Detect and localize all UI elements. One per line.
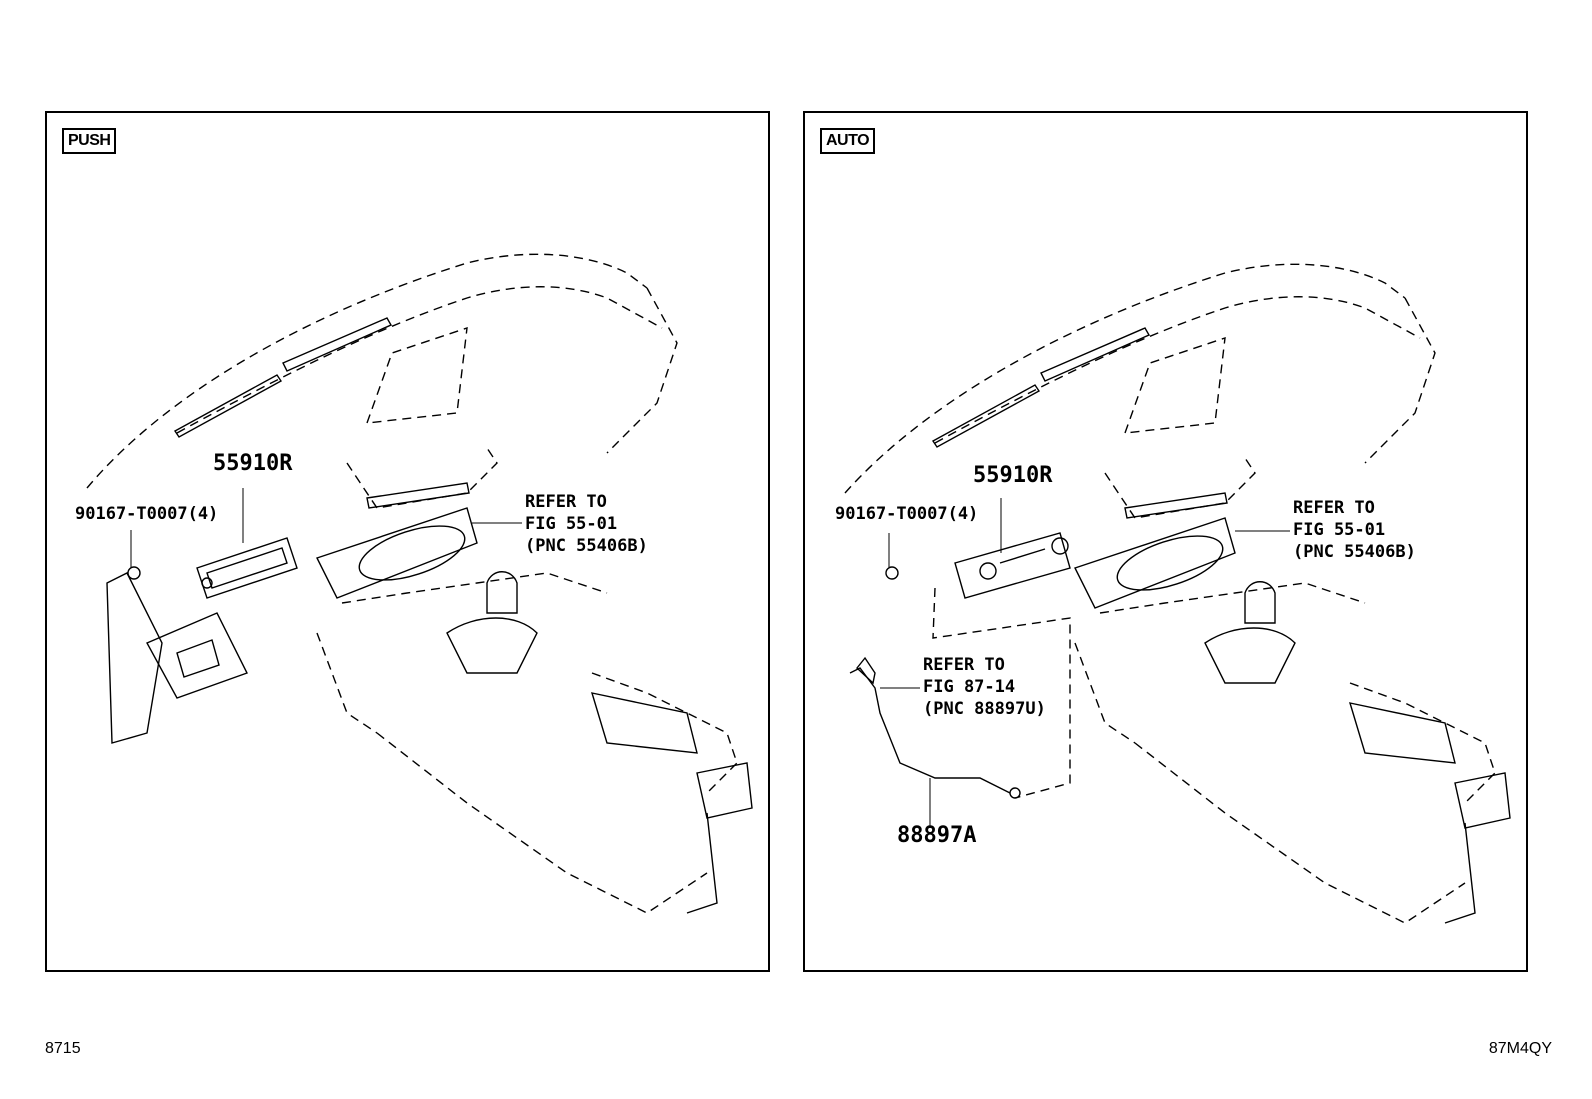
part-number-screw: 90167-T0007(4) — [835, 504, 979, 524]
refer-note-line: FIG 87-14 — [923, 677, 1016, 697]
diagram-panel-push: PUSH 55910R 90167-T0007(4) REFER TO FIG … — [45, 111, 770, 972]
variant-badge: AUTO — [820, 128, 876, 154]
refer-note-line: REFER TO — [525, 492, 607, 512]
footer-left-code: 8715 — [45, 1040, 81, 1057]
refer-note-line: (PNC 55406B) — [525, 536, 648, 556]
refer-note-line: FIG 55-01 — [525, 514, 618, 534]
refer-note-line: (PNC 88897U) — [923, 699, 1046, 719]
diagram-panel-auto: AUTO 55910R 90167-T0007(4) REFER TO FIG … — [803, 111, 1528, 972]
part-number-heater-control: 55910R — [973, 463, 1053, 488]
part-number-heater-control: 55910R — [213, 451, 293, 476]
refer-note-line: (PNC 55406B) — [1293, 542, 1416, 562]
refer-note-line: REFER TO — [1293, 498, 1375, 518]
dashboard-illustration — [844, 263, 1511, 924]
refer-note-line: FIG 55-01 — [1293, 520, 1386, 540]
part-number-hose: 88897A — [897, 823, 977, 848]
footer-right-code: 87M4QY — [1488, 1040, 1552, 1057]
dashboard-illustration — [86, 253, 753, 914]
part-number-screw: 90167-T0007(4) — [75, 504, 219, 524]
refer-note-line: REFER TO — [923, 655, 1005, 675]
variant-badge: PUSH — [62, 128, 117, 154]
